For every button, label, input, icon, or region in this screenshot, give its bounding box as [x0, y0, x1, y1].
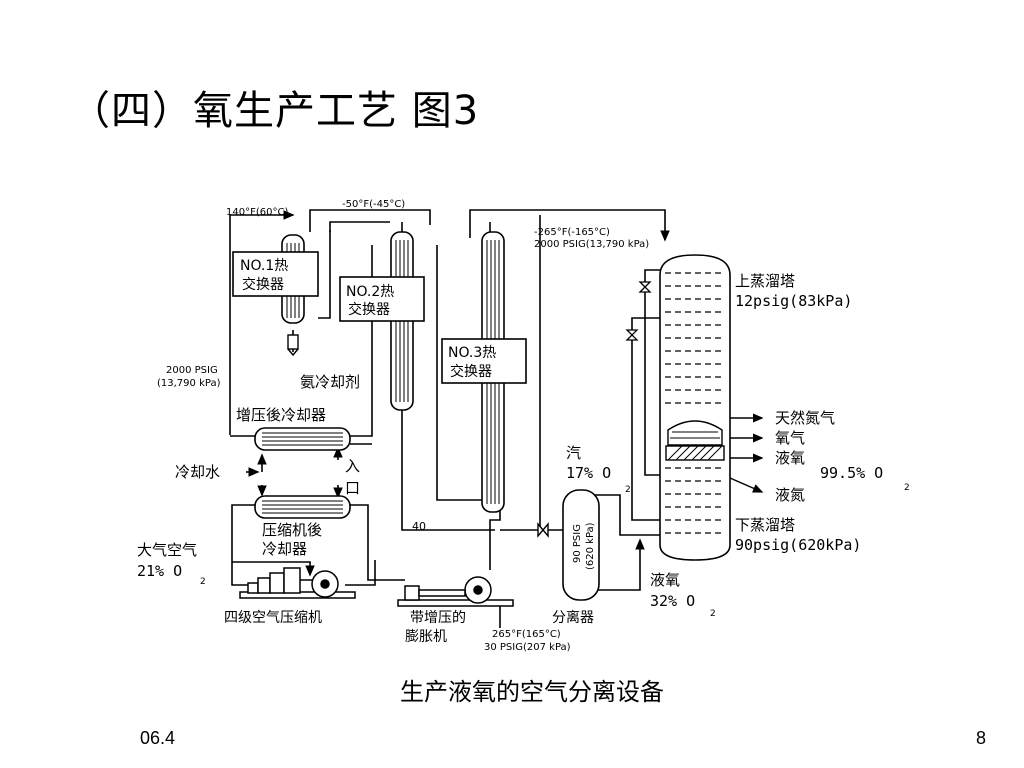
- hx3-label-line2: 交换器: [450, 363, 492, 380]
- label-ammonia-coolant: 氨冷却剂: [300, 373, 360, 391]
- distillation-column: [659, 254, 731, 561]
- hx2-label-box: [339, 276, 425, 322]
- label-purity-subscript: 2: [904, 483, 910, 493]
- label-air-o2: 21% O: [137, 562, 182, 580]
- label-lower-pressure: 90psig(620kPa): [735, 536, 861, 554]
- label-liquid-oxygen-bottom-subscript: 2: [710, 609, 716, 619]
- label-pressure-2000-left-1: 2000 PSIG: [166, 365, 218, 376]
- column-outlet-arrows: [729, 413, 764, 493]
- hx2-label-line1: NO.2热: [346, 284, 394, 300]
- label-pressure-2000-left-2: (13,790 kPa): [157, 378, 221, 389]
- label-upper-column: 上蒸溜塔: [735, 272, 795, 290]
- label-inlet-2: 口: [345, 479, 360, 497]
- label-vapor: 汽: [566, 444, 581, 462]
- separator-pressure-line1: 90 PSIG: [572, 524, 583, 563]
- hx1-label-line1: NO.1热: [240, 258, 288, 274]
- label-expander-pressure: 30 PSIG(207 kPa): [484, 642, 571, 653]
- label-pressure-2000-top: 2000 PSIG(13,790 kPa): [534, 239, 649, 250]
- label-expander-temp: 265°F(165°C): [492, 629, 561, 640]
- column-valve-upper: [638, 281, 652, 293]
- label-booster-aftercooler: 增压後冷却器: [236, 406, 326, 424]
- label-temp-minus265f: -265°F(-165°C): [534, 227, 610, 238]
- compressor-aftercooler: [254, 495, 351, 519]
- label-liquid-oxygen-bottom-o2: 32% O: [650, 592, 695, 610]
- hx3-label-box: [441, 338, 527, 384]
- label-air-o2-subscript: 2: [200, 577, 206, 587]
- label-temp-40: 40: [412, 520, 426, 533]
- separator-pressure-line2: (620 kPa): [585, 522, 596, 570]
- label-liquid-nitrogen: 液氮: [775, 486, 805, 504]
- hx1-label-box: [232, 251, 319, 297]
- label-expander-2: 膨胀机: [405, 628, 447, 645]
- label-separator: 分离器: [552, 609, 594, 626]
- label-temp-minus50f: -50°F(-45°C): [342, 199, 405, 210]
- page-number: 8: [976, 728, 987, 748]
- label-liquid-oxygen-out: 液氧: [775, 449, 805, 467]
- label-expander-1: 带增压的: [410, 610, 466, 626]
- label-upper-pressure: 12psig(83kPa): [735, 292, 852, 310]
- label-vapor-o2-subscript: 2: [625, 485, 631, 495]
- hx3-label-line1: NO.3热: [448, 345, 496, 361]
- four-stage-compressor: [239, 567, 356, 599]
- label-natural-nitrogen: 天然氮气: [775, 409, 835, 427]
- hx1-label-line2: 交换器: [242, 276, 284, 293]
- label-vapor-o2: 17% O: [566, 464, 611, 482]
- diagram-caption: 生产液氧的空气分离设备: [400, 678, 664, 706]
- label-purity: 99.5% O: [820, 464, 883, 482]
- label-cooling-water: 冷却水: [175, 463, 220, 481]
- label-inlet-1: 入: [345, 457, 360, 475]
- footer-date: 06.4: [140, 728, 176, 748]
- expansion-valve: [537, 522, 549, 538]
- separator-vessel: [562, 489, 600, 601]
- hx2-label-line2: 交换器: [348, 301, 390, 318]
- label-oxygen-gas: 氧气: [775, 429, 805, 447]
- label-temp-140f: 140°F(60°C): [226, 207, 288, 218]
- column-valve-lower: [625, 329, 639, 341]
- label-compressor-aftercooler-2: 冷却器: [262, 540, 307, 558]
- label-compressor-aftercooler-1: 压缩机後: [262, 521, 322, 539]
- expander-with-booster: [397, 576, 514, 607]
- label-atmospheric-air: 大气空气: [137, 541, 197, 559]
- label-liquid-oxygen-bottom: 液氧: [650, 571, 680, 589]
- slide-title: （四）氧生产工艺 图3: [70, 88, 480, 134]
- label-lower-column: 下蒸溜塔: [735, 516, 795, 534]
- booster-aftercooler: [254, 427, 351, 451]
- label-four-stage-compressor: 四级空气压缩机: [224, 610, 322, 626]
